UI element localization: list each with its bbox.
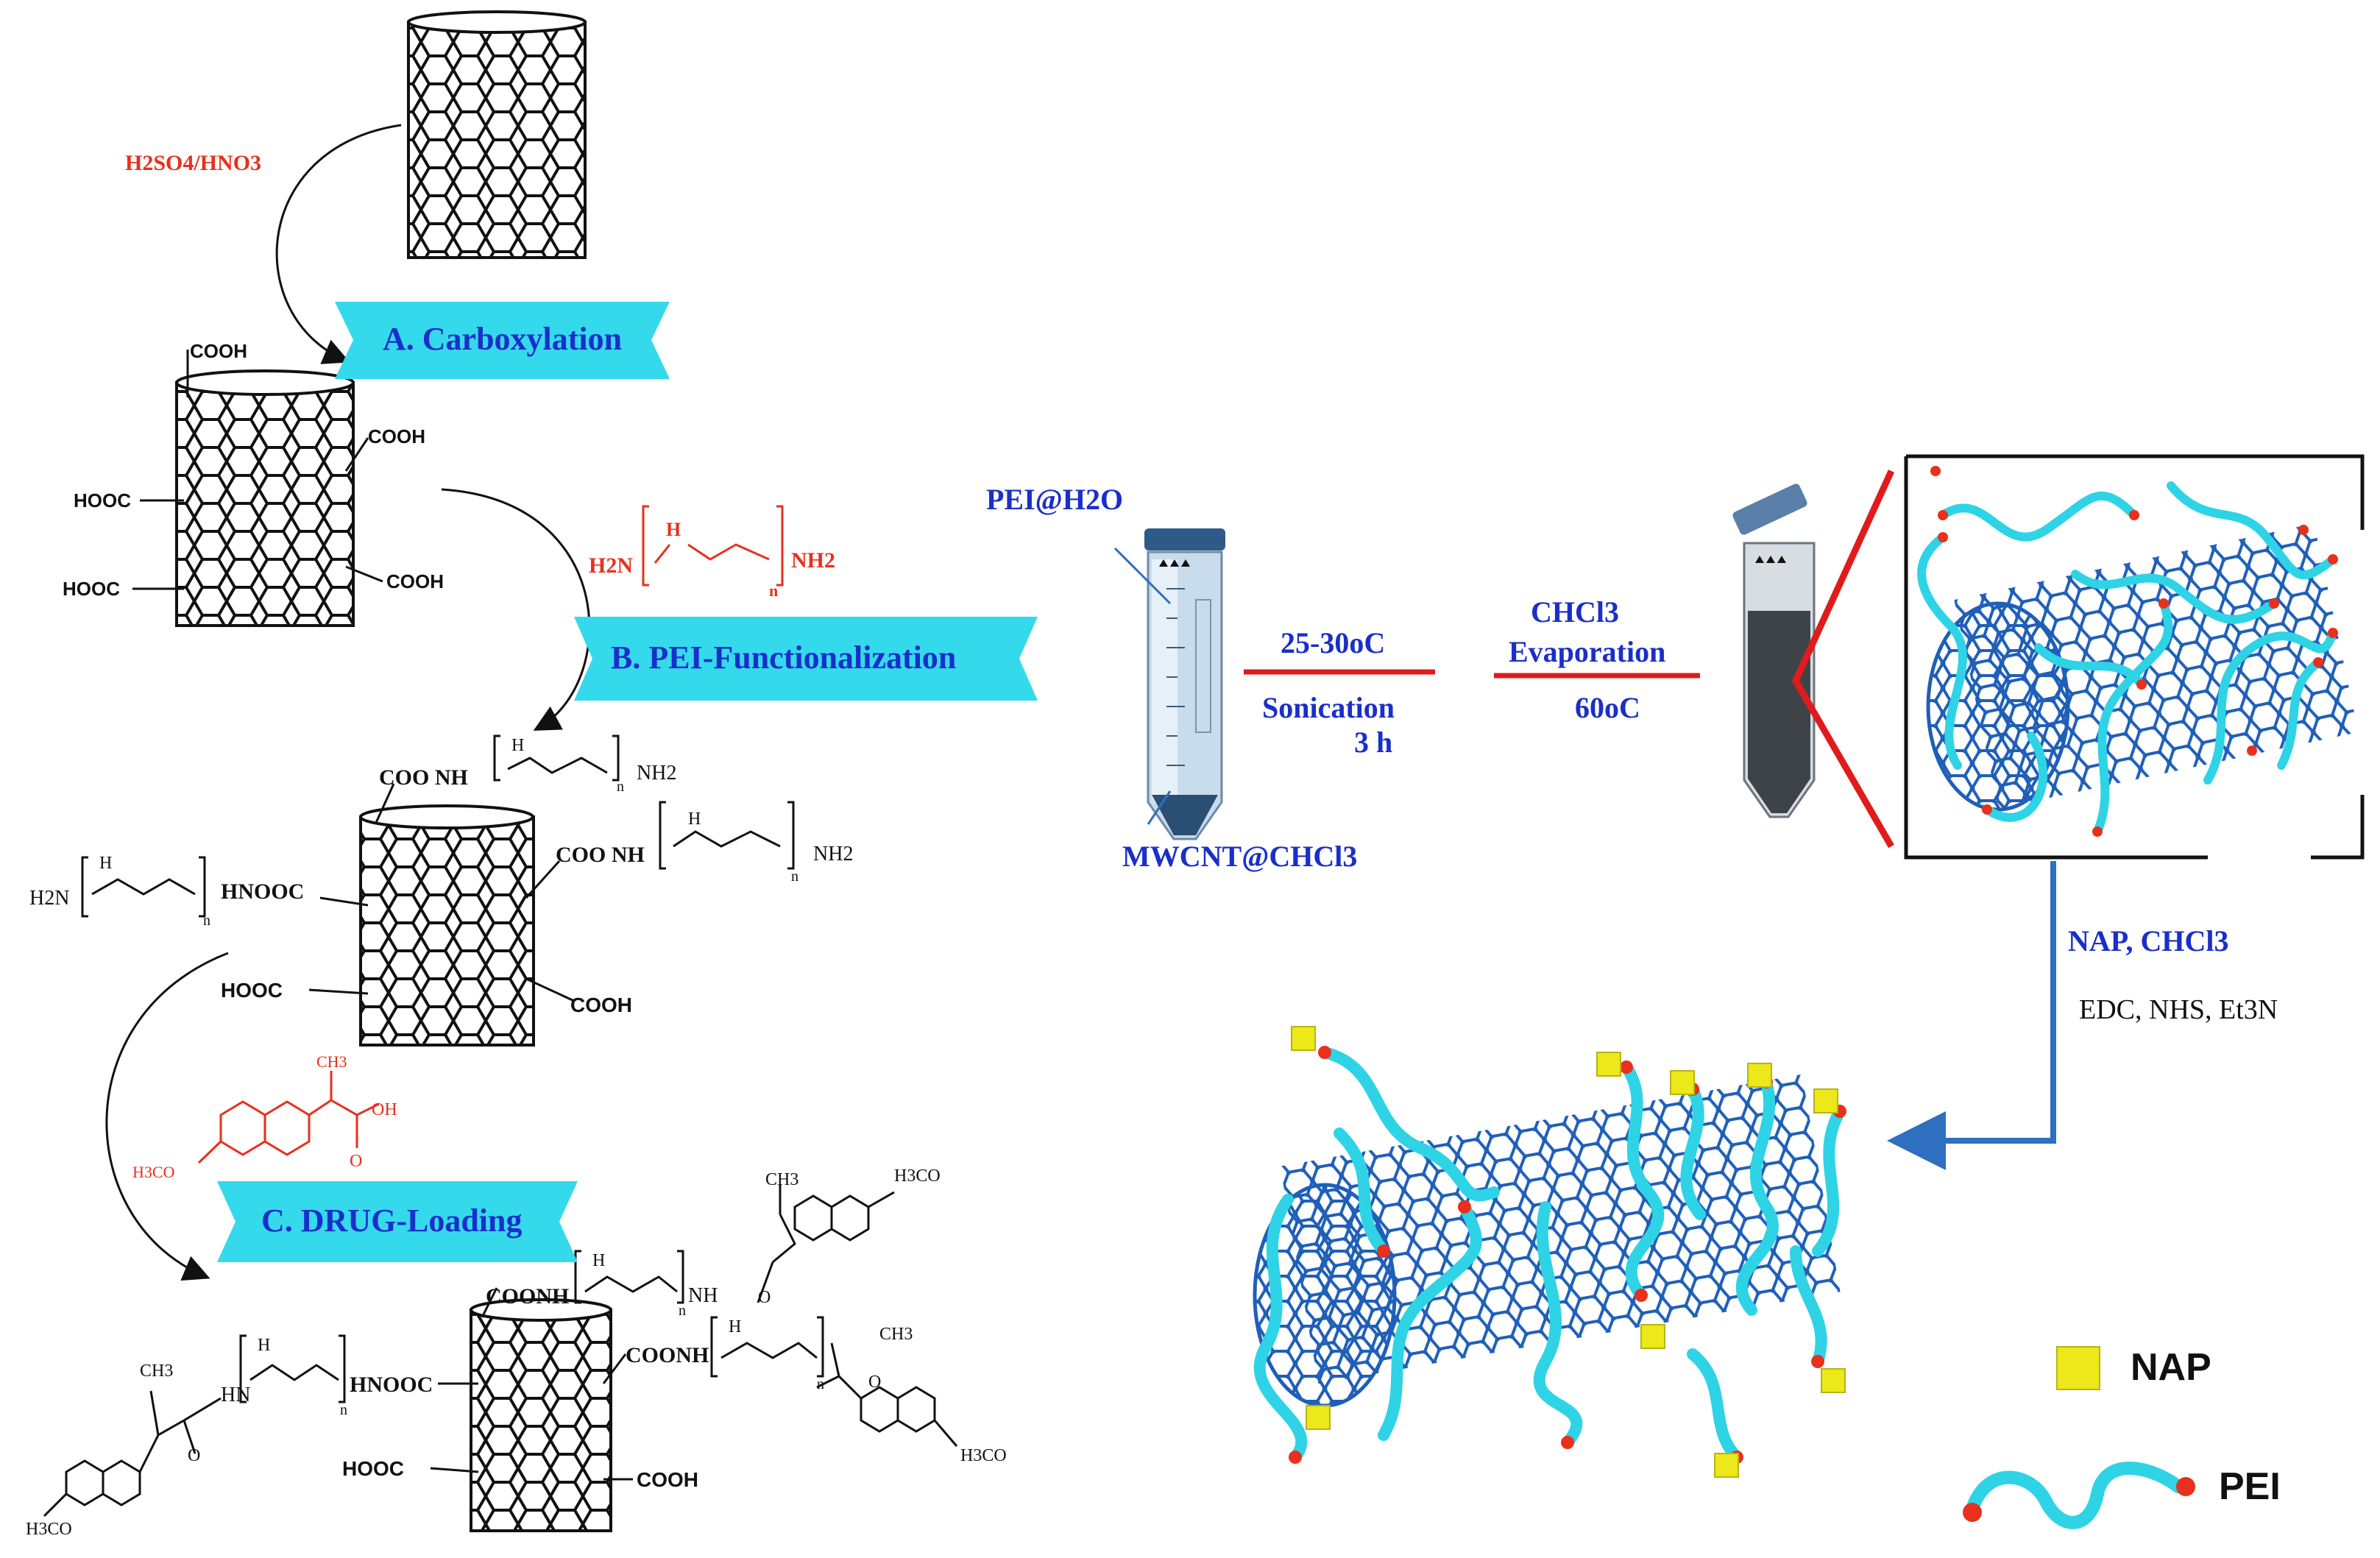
acid-reagent-label: H2SO4/HNO3 [125, 151, 262, 175]
tube1-top-label: PEI@H2O [986, 483, 1124, 516]
h2n-label: H2N [29, 887, 70, 910]
cooh-label: COOH [190, 340, 247, 362]
ch3-label: CH3 [140, 1362, 174, 1381]
condition1-bottom-label: Sonication [1262, 691, 1395, 724]
pei-h-label: H [666, 519, 681, 540]
h-label: H [592, 1251, 606, 1270]
zoom-wedge [1791, 470, 1895, 849]
h-label: H [729, 1317, 742, 1336]
h3co-label: H3CO [26, 1520, 72, 1539]
hooc-label: HOOC [74, 489, 131, 511]
n-label: n [679, 1303, 686, 1319]
hooc-label: HOOC [221, 979, 283, 1002]
pei-reagent-structure [642, 505, 784, 587]
o-label: O [868, 1373, 882, 1392]
cooh-label: COOH [570, 994, 632, 1016]
pei-legend-swatch [1963, 1462, 2195, 1529]
condition2-step-label: Evaporation [1509, 635, 1666, 668]
cooh-label: COOH [386, 570, 444, 592]
arrow-step-a [275, 124, 402, 364]
coonh-label: COONH [626, 1343, 709, 1367]
step-a-label: A. Carboxylation [383, 321, 623, 357]
drug-loaded-nanotube [43, 1185, 958, 1532]
hooc-label: HOOC [342, 1457, 404, 1480]
naproxen-reagent-structure [197, 1071, 380, 1164]
cooh-label: COOH [637, 1468, 698, 1491]
nap-h3co-label: H3CO [132, 1163, 175, 1181]
banner-drug-loading [217, 1181, 578, 1262]
final-reagent-label: NAP, CHCl3 [2068, 924, 2229, 957]
ch3-label: CH3 [765, 1170, 799, 1189]
hooc-label: HOOC [63, 578, 120, 600]
pei-mwcnt-zoom-box [1904, 454, 2365, 860]
centrifuge-tube-2 [1732, 484, 1816, 818]
h-label: H [99, 854, 113, 873]
hn-label: HN [221, 1384, 251, 1406]
h3co-label: H3CO [960, 1446, 1007, 1465]
condition1-top-label: 25-30oC [1281, 626, 1386, 659]
n-label: n [340, 1402, 347, 1418]
arrow-step-b [441, 488, 591, 731]
nap-o-label: O [350, 1152, 363, 1171]
pristine-nanotube [407, 10, 587, 259]
nh2-label: NH2 [637, 762, 677, 785]
condition2-temp-label: 60oC [1575, 691, 1640, 724]
step-c-label: C. DRUG-Loading [261, 1203, 523, 1239]
condition1-time-label: 3 h [1354, 726, 1393, 759]
condition2-solvent-label: CHCl3 [1531, 595, 1619, 628]
hnooc-label: HNOOC [350, 1373, 433, 1397]
n-label: n [203, 913, 210, 929]
h3co-label: H3CO [894, 1166, 941, 1186]
h-label: H [258, 1336, 271, 1355]
arrow-to-final [1887, 861, 2056, 1170]
arrow-step-c [105, 952, 229, 1281]
h-label: H [688, 810, 701, 829]
o-label: O [188, 1446, 201, 1465]
hnooc-label: HNOOC [221, 879, 305, 904]
pei-nh2-label: NH2 [791, 548, 835, 573]
coupling-reagent-label: EDC, NHS, Et3N [2079, 994, 2278, 1025]
banner-carboxylation [335, 302, 670, 379]
banner-pei-functionalization [574, 617, 1038, 701]
n-label: n [791, 868, 798, 885]
tube1-bottom-label: MWCNT@CHCl3 [1122, 840, 1358, 873]
cooh-label: COOH [368, 425, 425, 447]
pei-nanotube [81, 734, 795, 1047]
carboxylated-nanotube [132, 350, 383, 627]
coonh-label: COONH [486, 1284, 570, 1309]
centrifuge-tube-1 [1113, 528, 1225, 840]
nap-pei-mwcnt-illustration [1253, 1026, 1846, 1478]
n-label: n [817, 1376, 824, 1392]
pei-h2n-label: H2N [589, 553, 633, 578]
h-label: H [511, 736, 525, 755]
nap-oh-label: OH [372, 1100, 397, 1119]
pei-n-label: n [769, 581, 779, 600]
nap-legend-swatch [2056, 1346, 2100, 1390]
nh-label: NH [688, 1284, 718, 1307]
coo-nh-label: COO NH [556, 843, 645, 867]
o-label: O [758, 1288, 771, 1307]
nap-legend-label: NAP [2131, 1346, 2211, 1389]
nh2-label: NH2 [813, 843, 854, 865]
n-label: n [617, 779, 624, 795]
ch3-label: CH3 [879, 1325, 913, 1344]
nap-ch3-label: CH3 [316, 1052, 347, 1071]
pei-legend-label: PEI [2219, 1465, 2281, 1508]
step-b-label: B. PEI-Functionalization [611, 640, 957, 676]
coo-nh-label: COO NH [379, 765, 468, 790]
